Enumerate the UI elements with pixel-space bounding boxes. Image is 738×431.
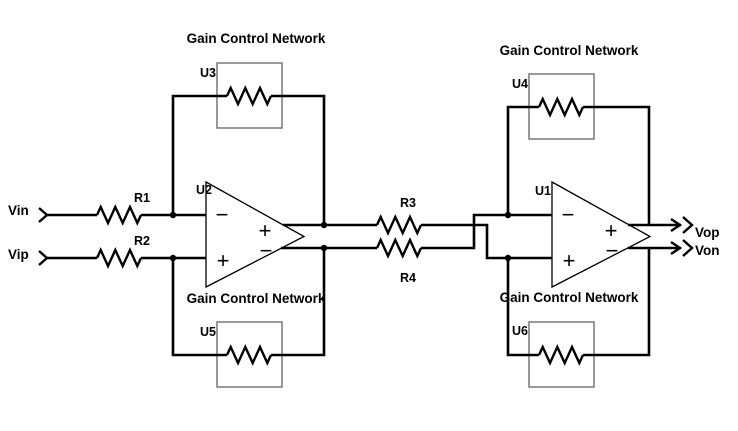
port-label-vin: Vin — [8, 203, 29, 218]
output-port-vop-chevron-icon — [682, 216, 694, 234]
gcn-label-u4: U4 — [512, 77, 528, 91]
resistor-r3-symbol — [375, 214, 423, 236]
u6-feedback-wire-right — [583, 248, 651, 357]
input-port-vin-chevron-icon — [38, 207, 49, 223]
resistor-r4-symbol — [375, 237, 423, 259]
u1-output-minus-sign: − — [606, 238, 619, 263]
resistor-label-r2: R2 — [134, 234, 150, 248]
input-port-vip-chevron-icon — [38, 250, 49, 266]
gcn-label-u5: U5 — [200, 325, 216, 339]
u5-feedback-wire-right — [271, 248, 326, 357]
u5-feedback-wire-left — [171, 258, 227, 357]
resistor-label-r4: R4 — [400, 271, 416, 285]
interstage: R3 R4 — [281, 196, 552, 285]
u2-input-minus-sign: − — [216, 202, 229, 227]
port-label-von: Von — [695, 243, 720, 258]
port-label-vop: Vop — [695, 225, 720, 240]
output-port-von-chevron-icon — [682, 239, 694, 257]
u2-output-plus-sign: + — [259, 218, 272, 243]
u3-feedback-wire-right — [271, 94, 326, 225]
junction-dot-u2-plus-input — [169, 254, 177, 262]
opamp-label-u1: U1 — [535, 184, 551, 198]
stage2: U1 − + + − Gain Control Network U4 Gain … — [500, 43, 720, 388]
wire-r3-to-u1-plus-input — [421, 223, 552, 260]
u6-resistor-symbol — [537, 344, 585, 366]
u3-resistor-symbol — [225, 85, 273, 107]
junction-dot-u1-minus-input — [504, 211, 512, 219]
u6-feedback-wire-left — [506, 258, 539, 357]
wire-r4-to-u1-minus-input — [421, 213, 552, 250]
output-von-arrowhead-icon — [670, 241, 683, 255]
junction-dot-u2-minus-input — [169, 211, 177, 219]
gcn-label-u6: U6 — [512, 324, 528, 338]
opamp-u2-triangle — [205, 180, 306, 289]
gcn-title-u6: Gain Control Network — [500, 290, 639, 305]
junction-dot-u1-plus-input — [504, 254, 512, 262]
u1-output-plus-sign: + — [605, 218, 618, 243]
resistor-r1-symbol — [95, 204, 143, 226]
gcn-label-u3: U3 — [200, 66, 216, 80]
opamp-label-u2: U2 — [196, 183, 212, 197]
resistor-label-r3: R3 — [400, 196, 416, 210]
u2-input-plus-sign: + — [217, 248, 230, 273]
opamp-u1-triangle — [551, 180, 652, 289]
u5-resistor-symbol — [225, 344, 273, 366]
gcn-title-u4: Gain Control Network — [500, 43, 639, 58]
u4-feedback-wire-right — [583, 105, 651, 225]
stage1: Vin Vip R1 R2 U2 − + + − Gain Control Ne… — [8, 31, 328, 388]
output-vop-arrowhead-icon — [670, 218, 683, 232]
gcn-title-u3: Gain Control Network — [187, 31, 326, 46]
resistor-label-r1: R1 — [134, 191, 150, 205]
u2-output-minus-sign: − — [260, 238, 273, 263]
resistor-r2-symbol — [95, 247, 143, 269]
u4-resistor-symbol — [537, 96, 585, 118]
gcn-title-u5: Gain Control Network — [187, 291, 326, 306]
port-label-vip: Vip — [8, 247, 29, 262]
u1-input-plus-sign: + — [563, 248, 576, 273]
u4-feedback-wire-left — [506, 105, 539, 215]
u3-feedback-wire-left — [171, 94, 227, 215]
u1-input-minus-sign: − — [562, 202, 575, 227]
